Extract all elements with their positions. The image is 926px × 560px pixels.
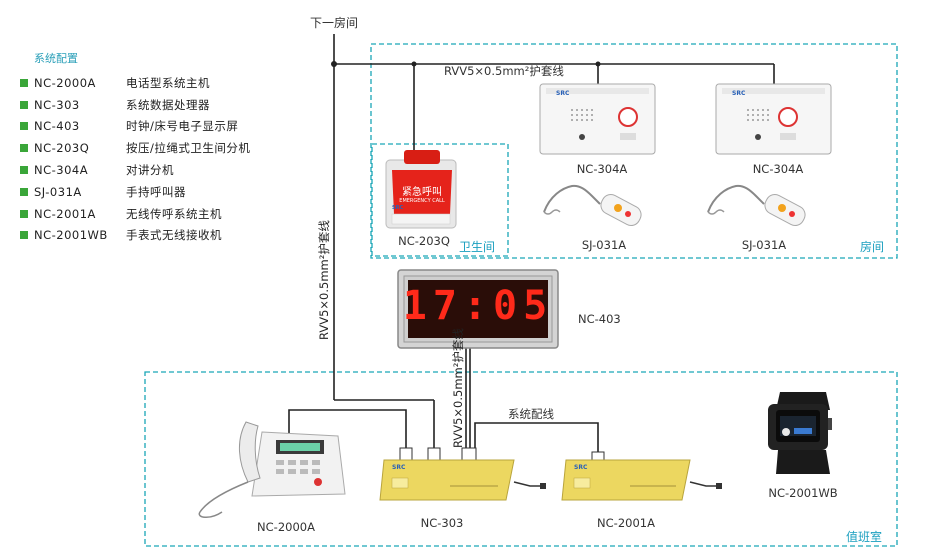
legend-item-desc: 时钟/床号电子显示屏 [126, 119, 239, 134]
cable-mid-label: RVV5×0.5mm²护套线 [451, 328, 465, 448]
legend-item-code: NC-304A [34, 163, 89, 178]
cable-top-label: RVV5×0.5mm²护套线 [444, 64, 564, 78]
zone-room [370, 43, 898, 259]
legend-item: SJ-031A 手持呼叫器 [20, 181, 250, 203]
legend-item: NC-203Q 按压/拉绳式卫生间分机 [20, 137, 250, 159]
nc2001a-label: NC-2001A [597, 516, 655, 530]
nc303-device [379, 447, 546, 501]
brand-logo-4: SRC [392, 464, 406, 471]
nc403-device [397, 269, 559, 349]
nc304a-device-1 [539, 83, 656, 155]
nc2001wb-device [768, 392, 832, 474]
legend-item-desc: 电话型系统主机 [126, 75, 210, 90]
legend-square-icon [20, 78, 28, 87]
legend-item-code: NC-2001A [34, 206, 96, 221]
clock-time: 17:05 [402, 283, 554, 329]
nc303-label: NC-303 [420, 516, 464, 530]
legend-item-desc: 按压/拉绳式卫生间分机 [126, 141, 251, 156]
legend-item: NC-2001WB 手表式无线接收机 [20, 225, 250, 247]
legend-item-desc: 系统数据处理器 [126, 97, 210, 112]
sj031a-device-2 [707, 184, 806, 227]
legend-item-code: NC-403 [34, 119, 80, 134]
legend-item-desc: 无线传呼系统主机 [126, 206, 222, 221]
emergency-call-text: 紧急呼叫 [402, 187, 442, 198]
zone-room-label: 房间 [860, 240, 885, 254]
nc2001a-device [561, 451, 722, 501]
legend-title: 系统配置 [34, 52, 78, 65]
legend-item: NC-403 时钟/床号电子显示屏 [20, 116, 250, 138]
brand-logo-2: SRC [732, 90, 746, 97]
legend: 系统配置 NC-2000A 电话型系统主机 NC-303 系统数据处理器 NC-403 时… [20, 50, 250, 246]
emergency-call-subtext: EMERGENCY CALL [399, 198, 445, 204]
nc2000a-label: NC-2000A [257, 520, 315, 534]
legend-item-desc: 手表式无线接收机 [126, 228, 222, 243]
nc203q-label: NC-203Q [398, 234, 450, 248]
sj031a-label-1: SJ-031A [581, 238, 627, 252]
brand-logo-5: SRC [574, 464, 588, 471]
brand-logo-3: SRC [392, 205, 404, 211]
legend-item: NC-304A 对讲分机 [20, 159, 250, 181]
legend-item: NC-303 系统数据处理器 [20, 94, 250, 116]
legend-square-icon [20, 122, 28, 131]
system-wire-label: 系统配线 [508, 407, 554, 421]
legend-square-icon [20, 144, 28, 153]
legend-square-icon [20, 166, 28, 175]
next-room-label: 下一房间 [310, 16, 359, 30]
sj031a-device-1 [543, 184, 642, 227]
legend-item-desc: 对讲分机 [126, 163, 174, 178]
legend-square-icon [20, 100, 28, 109]
legend-item-code: NC-2001WB [34, 228, 108, 243]
nc2000a-device [198, 421, 346, 518]
zone-duty-room [144, 371, 898, 547]
nc304a-label-1: NC-304A [576, 162, 628, 176]
nc203q-device [385, 150, 457, 229]
zone-bathroom-label: 卫生间 [459, 240, 496, 254]
nc2001wb-label: NC-2001WB [768, 486, 838, 500]
legend-item-desc: 手持呼叫器 [126, 184, 186, 199]
cable-left-label: RVV5×0.5mm²护套线 [317, 220, 331, 340]
nc304a-label-2: NC-304A [752, 162, 804, 176]
legend-item-code: NC-2000A [34, 75, 96, 90]
legend-item: NC-2001A 无线传呼系统主机 [20, 203, 250, 225]
nc304a-device-2 [715, 83, 832, 155]
legend-square-icon [20, 231, 28, 240]
wiring [288, 34, 775, 455]
sj031a-label-2: SJ-031A [741, 238, 787, 252]
zone-duty-room-label: 值班室 [846, 530, 883, 544]
legend-item-code: NC-203Q [34, 141, 90, 156]
legend-square-icon [20, 187, 28, 196]
legend-item-code: SJ-031A [34, 184, 82, 199]
legend-square-icon [20, 209, 28, 218]
nc403-label: NC-403 [578, 312, 621, 326]
brand-logo-1: SRC [556, 90, 570, 97]
legend-item-code: NC-303 [34, 97, 80, 112]
legend-item: NC-2000A 电话型系统主机 [20, 72, 250, 94]
